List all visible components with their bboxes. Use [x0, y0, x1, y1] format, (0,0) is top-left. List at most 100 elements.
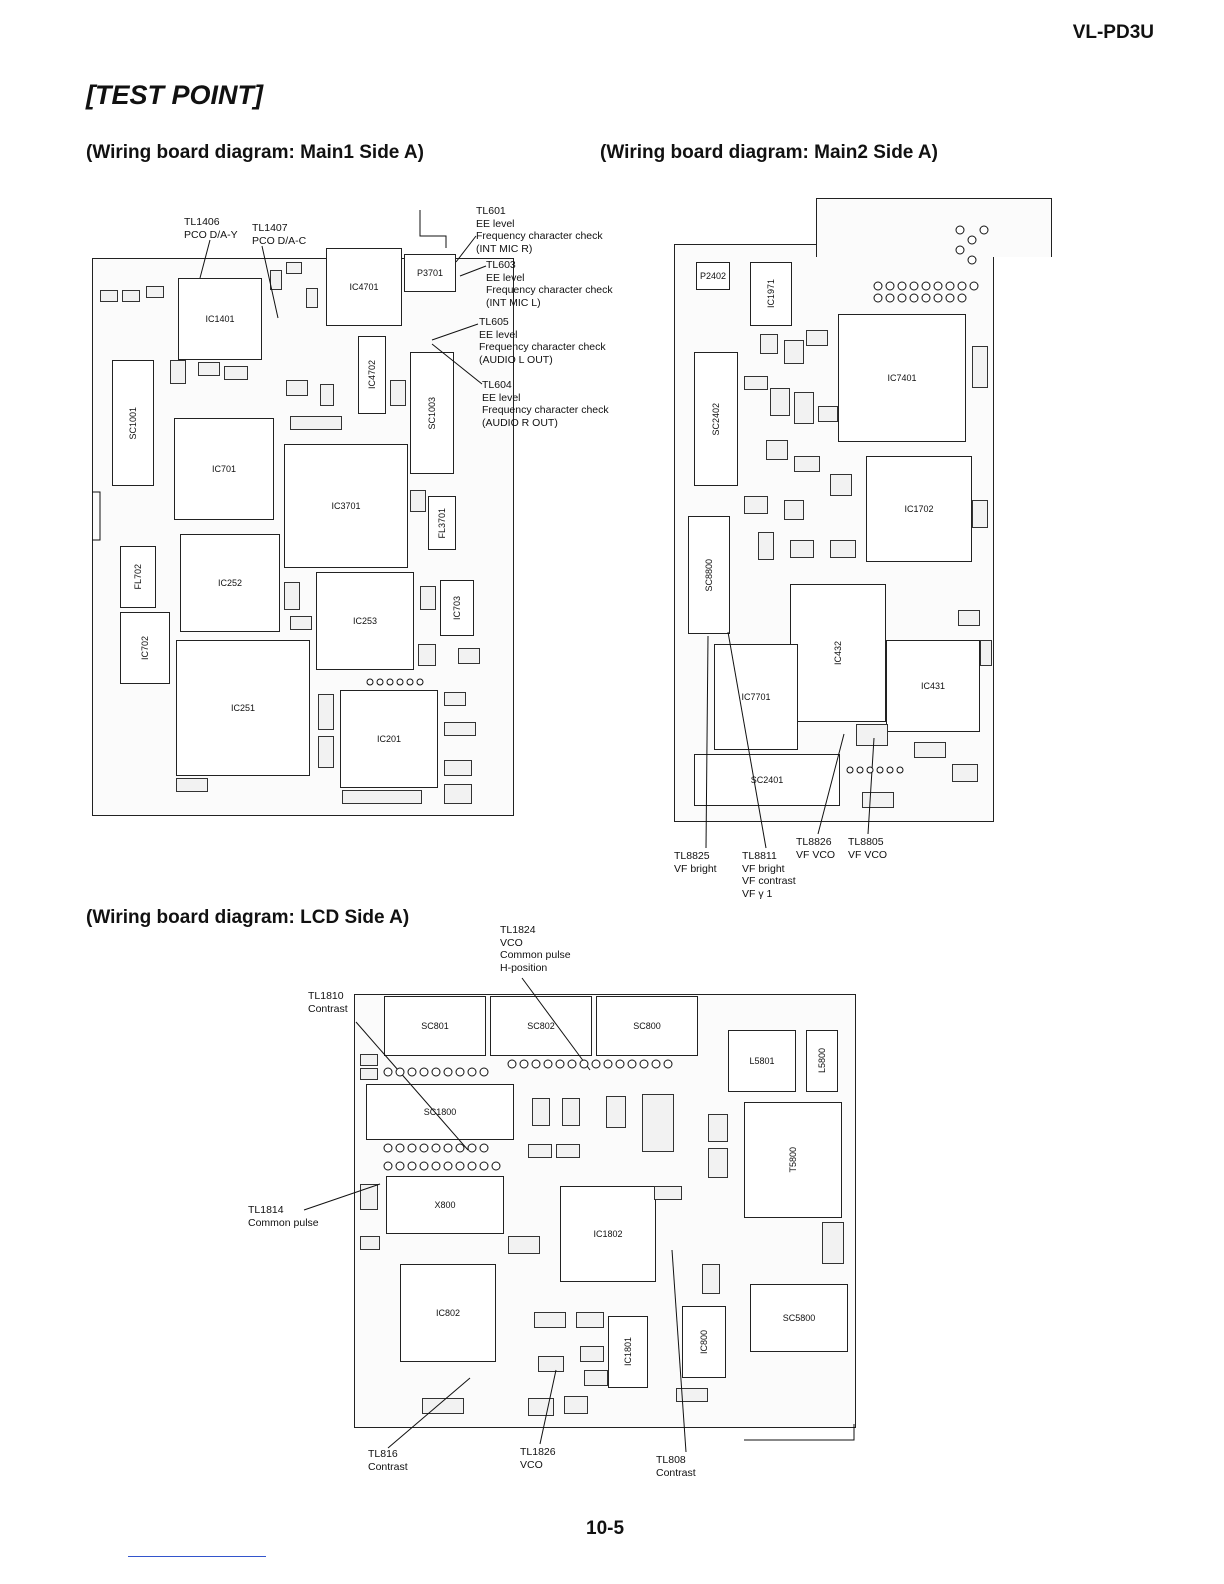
smd-part [770, 388, 790, 416]
smd-part [760, 334, 778, 354]
smd-part [790, 540, 814, 558]
section-title-main2: (Wiring board diagram: Main2 Side A) [600, 142, 938, 163]
smd-part [972, 346, 988, 388]
page-title: [TEST POINT] [86, 80, 263, 110]
smd-part [784, 340, 804, 364]
smd-part [564, 1396, 588, 1414]
smd-part [822, 1222, 844, 1264]
smd-part [224, 366, 248, 380]
ic701-chip: IC701 [174, 418, 274, 520]
smd-part [290, 616, 312, 630]
footer-rule [128, 1556, 266, 1557]
sc5800-chip: SC5800 [750, 1284, 848, 1352]
ic1702-chip: IC1702 [866, 456, 972, 562]
smd-part [534, 1312, 566, 1328]
sc1001-chip: SC1001 [112, 360, 154, 486]
ic802-chip: IC802 [400, 1264, 496, 1362]
l5801-chip: L5801 [728, 1030, 796, 1092]
smd-part [794, 456, 820, 472]
smd-part [444, 784, 472, 804]
smd-part [410, 490, 426, 512]
smd-part [170, 360, 186, 384]
t5800-chip: T5800 [744, 1102, 842, 1218]
board-tab-outline [419, 210, 447, 248]
smd-part [318, 694, 334, 730]
smd-part [580, 1346, 604, 1362]
smd-part [532, 1098, 550, 1126]
smd-part [420, 586, 436, 610]
sc2401-chip: SC2401 [694, 754, 840, 806]
p2402-chip: P2402 [696, 262, 730, 290]
smd-part [818, 406, 838, 422]
p3701-chip: P3701 [404, 254, 456, 292]
ic3701-chip: IC3701 [284, 444, 408, 568]
smd-part [708, 1148, 728, 1178]
smd-part [914, 742, 946, 758]
sc1003-chip: SC1003 [410, 352, 454, 474]
ic252-chip: IC252 [180, 534, 280, 632]
smd-part [806, 330, 828, 346]
smd-part [306, 288, 318, 308]
smd-part [538, 1356, 564, 1372]
sc8800-chip: SC8800 [688, 516, 730, 634]
ic1971-chip: IC1971 [750, 262, 792, 326]
smd-part [606, 1096, 626, 1128]
page-number: 10-5 [586, 1518, 625, 1539]
smd-part [360, 1068, 378, 1080]
sc801-chip: SC801 [384, 996, 486, 1056]
smd-part [958, 610, 980, 626]
smd-part [794, 392, 814, 424]
model-number: VL-PD3U [1072, 22, 1154, 43]
sc2402-chip: SC2402 [694, 352, 738, 486]
smd-part [862, 792, 894, 808]
smd-part [556, 1144, 580, 1158]
smd-part [444, 722, 476, 736]
smd-part [270, 270, 282, 290]
smd-part [784, 500, 804, 520]
ic4702-chip: IC4702 [358, 336, 386, 414]
sc1800-chip: SC1800 [366, 1084, 514, 1140]
ic7401-chip: IC7401 [838, 314, 966, 442]
smd-part [744, 496, 768, 514]
smd-part [418, 644, 436, 666]
smd-part [766, 440, 788, 460]
smd-part [972, 500, 988, 528]
smd-part [576, 1312, 604, 1328]
smd-part [444, 692, 466, 706]
smd-part [562, 1098, 580, 1126]
smd-part [758, 532, 774, 560]
ic1401-chip: IC1401 [178, 278, 262, 360]
smd-part [952, 764, 978, 782]
smd-part [708, 1114, 728, 1142]
fl702-chip: FL702 [120, 546, 156, 608]
smd-part [286, 380, 308, 396]
fl3701-chip: FL3701 [428, 496, 456, 550]
smd-part [856, 724, 888, 746]
smd-part [146, 286, 164, 298]
smd-part [318, 736, 334, 768]
smd-part [360, 1236, 380, 1250]
smd-part [744, 376, 768, 390]
section-title-lcd: (Wiring board diagram: LCD Side A) [86, 907, 410, 928]
smd-part [676, 1388, 708, 1402]
smd-part [320, 384, 334, 406]
smd-part [830, 540, 856, 558]
smd-part [508, 1236, 540, 1254]
ic251-chip: IC251 [176, 640, 310, 776]
smd-part [122, 290, 140, 302]
smd-part [702, 1264, 720, 1294]
smd-part [642, 1094, 674, 1152]
smd-part [342, 790, 422, 804]
smd-part [458, 648, 480, 664]
